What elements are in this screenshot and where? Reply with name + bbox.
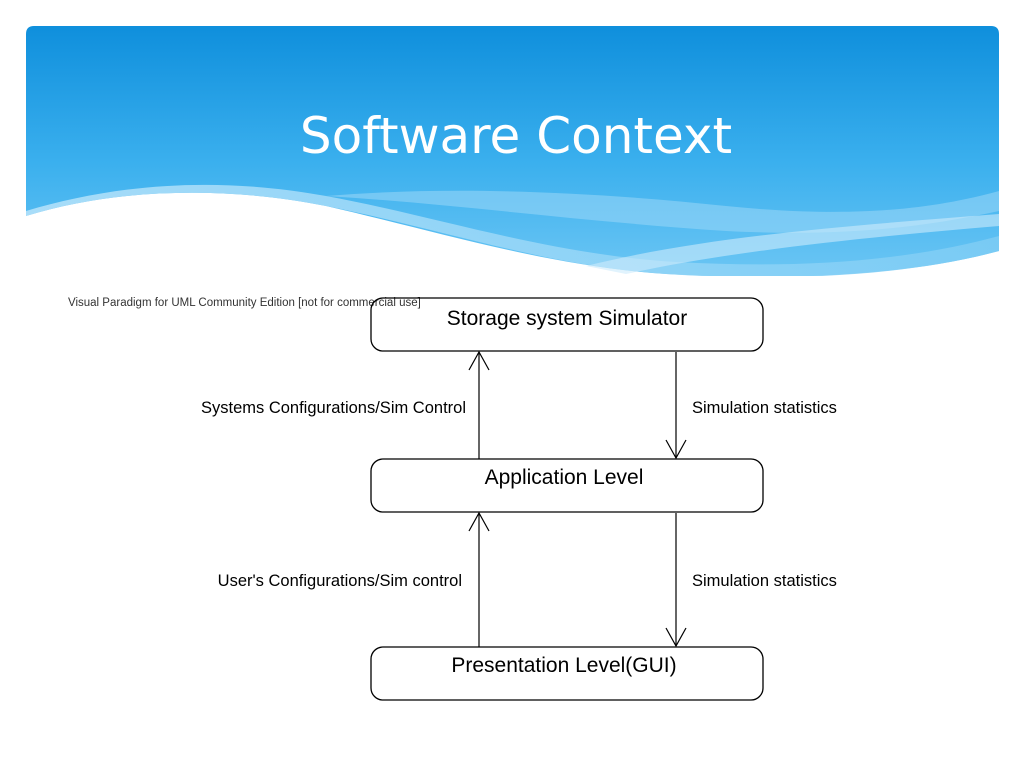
slide-title: Software Context <box>299 107 733 165</box>
edge-gui-to-app <box>468 511 490 647</box>
node-presentation-level: Presentation Level(GUI) <box>370 646 764 701</box>
header-background <box>26 26 999 276</box>
edge-label-app-to-gui: Simulation statistics <box>692 572 837 590</box>
edge-app-to-gui <box>665 513 687 648</box>
node-presentation-label: Presentation Level(GUI) <box>451 654 676 677</box>
edge-storage-to-app <box>665 352 687 460</box>
diagram-watermark: Visual Paradigm for UML Community Editio… <box>68 297 421 309</box>
node-application-level: Application Level <box>370 458 764 513</box>
arrowhead-down-icon <box>665 439 687 460</box>
arrowhead-up-icon <box>468 511 490 532</box>
header-banner: Software Context <box>26 26 999 276</box>
node-application-label: Application Level <box>485 466 644 489</box>
edge-label-storage-to-app: Simulation statistics <box>692 399 837 417</box>
arrowhead-down-icon <box>665 627 687 648</box>
node-storage-label: Storage system Simulator <box>447 307 687 330</box>
edge-app-to-storage <box>468 350 490 459</box>
edge-label-app-to-storage: Systems Configurations/Sim Control <box>201 399 466 417</box>
node-storage-system-simulator: Storage system Simulator <box>370 297 764 352</box>
arrowhead-up-icon <box>468 350 490 371</box>
edge-label-gui-to-app: User's Configurations/Sim control <box>218 572 462 590</box>
